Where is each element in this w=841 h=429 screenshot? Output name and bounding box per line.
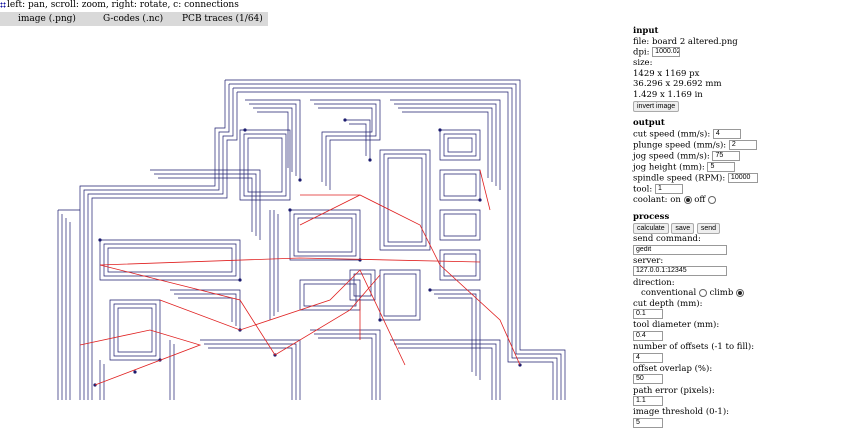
conventional-radio[interactable]	[698, 288, 707, 297]
tab-pcb-traces[interactable]: PCB traces (1/64)	[182, 14, 263, 24]
help-text: left: pan, scroll: zoom, right: rotate, …	[7, 0, 239, 10]
invert-image-button[interactable]: invert image	[633, 100, 680, 112]
calculate-button[interactable]: calculate	[633, 222, 669, 234]
overlap-label: offset overlap (%):	[633, 363, 713, 374]
spindle-speed-label: spindle speed (RPM):	[633, 173, 726, 184]
help-text-bar: left: pan, scroll: zoom, right: rotate, …	[0, 0, 239, 11]
send-button[interactable]: send	[696, 222, 721, 234]
tab-image-png[interactable]: image (.png)	[18, 14, 76, 24]
size-in: 1.429 x 1.169 in	[633, 90, 703, 101]
overlap-input[interactable]: 50	[633, 374, 663, 385]
direction-label: direction:	[633, 277, 675, 288]
tool-input[interactable]: 1	[654, 184, 683, 195]
size-mm: 36.296 x 29.692 mm	[633, 79, 722, 90]
coolant-on-radio[interactable]	[683, 195, 692, 204]
jog-height-input[interactable]: 5	[707, 162, 736, 173]
trace-outlines	[57, 79, 566, 400]
cut-depth-label: cut depth (mm):	[633, 298, 703, 309]
coolant-on-label: coolant: on	[633, 195, 681, 206]
threshold-input[interactable]: 5	[633, 417, 663, 428]
spindle-speed-input[interactable]: 10000	[727, 173, 758, 184]
tool-diameter-label: tool diameter (mm):	[633, 320, 720, 331]
climb-radio[interactable]	[735, 288, 744, 297]
tab-bar: image (.png) G-codes (.nc) PCB traces (1…	[0, 12, 268, 26]
file-name: file: board 2 altered.png	[633, 36, 738, 47]
server-input[interactable]: 127.0.0.1:12345	[633, 266, 727, 277]
tool-label: tool:	[633, 184, 653, 195]
jog-speed-input[interactable]: 75	[712, 151, 741, 162]
threshold-label: image threshold (0-1):	[633, 407, 730, 418]
toolpath-view[interactable]	[0, 26, 625, 400]
jog-speed-label: jog speed (mm/s):	[633, 151, 710, 162]
send-command-label: send command:	[633, 234, 701, 245]
path-error-input[interactable]: 1.1	[633, 396, 663, 407]
coolant-off-radio[interactable]	[708, 195, 717, 204]
size-label: size:	[633, 58, 653, 69]
cut-speed-label: cut speed (mm/s):	[633, 129, 711, 140]
dpi-label: dpi:	[633, 47, 650, 58]
dpi-row: dpi: 1000.02	[633, 47, 841, 58]
cut-speed-input[interactable]: 4	[712, 128, 741, 139]
offsets-label: number of offsets (-1 to fill):	[633, 342, 755, 353]
path-error-label: path error (pixels):	[633, 385, 715, 396]
offsets-input[interactable]: 4	[633, 352, 663, 363]
output-heading: output	[633, 118, 665, 129]
app-grid-icon	[0, 1, 6, 8]
cut-depth-input[interactable]: 0.1	[633, 309, 663, 320]
tool-diameter-input[interactable]: 0.4	[633, 331, 663, 342]
tab-gcodes-nc[interactable]: G-codes (.nc)	[103, 14, 164, 24]
plunge-speed-label: plunge speed (mm/s):	[633, 140, 727, 151]
pad-dots	[93, 118, 522, 387]
climb-label: climb	[709, 288, 734, 299]
settings-panel: input file: board 2 altered.png dpi: 100…	[633, 26, 841, 429]
save-button[interactable]: save	[671, 222, 695, 234]
dpi-input[interactable]: 1000.02	[652, 47, 681, 58]
send-command-input[interactable]: gedit	[633, 244, 727, 255]
coolant-off-label: off	[694, 195, 706, 206]
conventional-label: conventional	[641, 288, 697, 299]
input-heading: input	[633, 26, 659, 36]
size-px: 1429 x 1169 px	[633, 68, 700, 79]
jog-height-label: jog height (mm):	[633, 162, 705, 173]
plunge-speed-input[interactable]: 2	[728, 139, 757, 150]
process-heading: process	[633, 212, 670, 222]
connection-lines	[79, 169, 521, 386]
server-label: server:	[633, 255, 664, 266]
